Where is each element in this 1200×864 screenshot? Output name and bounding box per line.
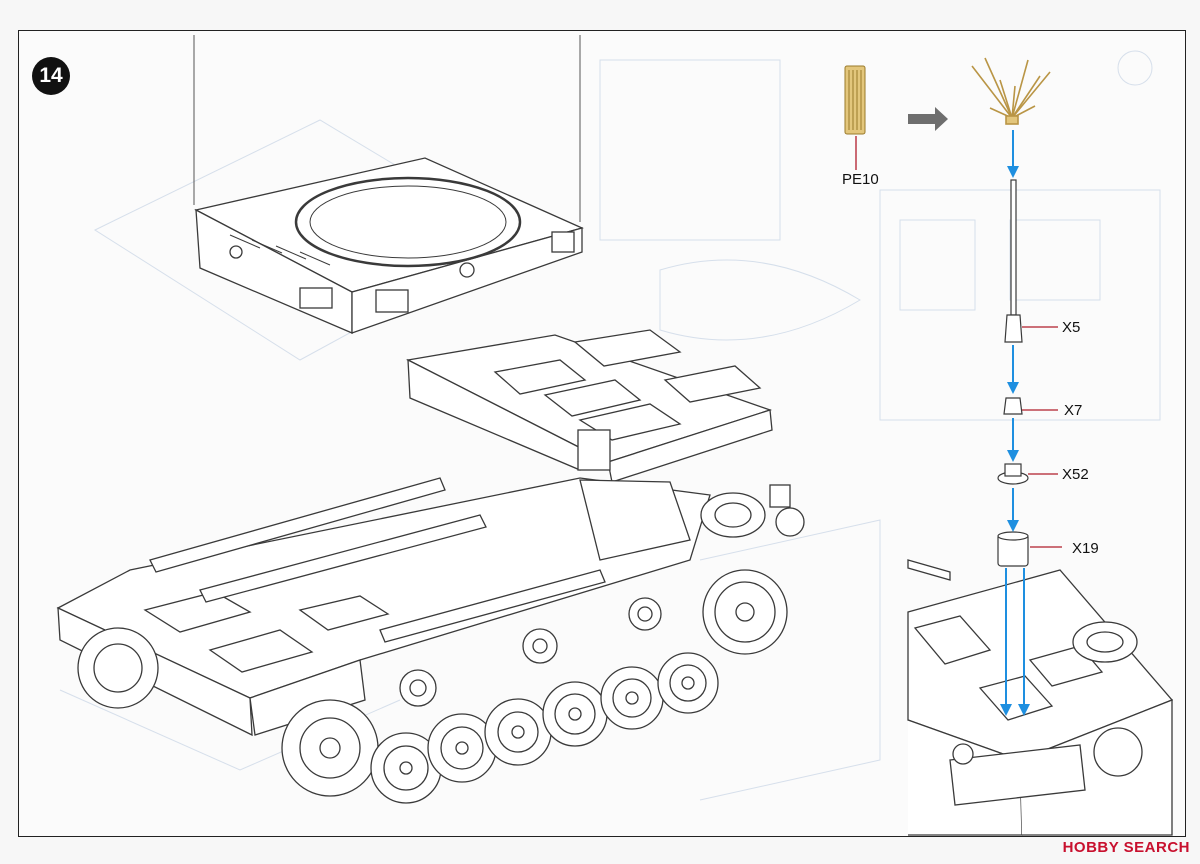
tank-hull xyxy=(56,477,805,737)
assembly-arrows xyxy=(1000,130,1030,716)
label-x52: X52 xyxy=(1062,466,1089,483)
watermark-text: HOBBY SEARCH xyxy=(1062,839,1190,856)
step-number-badge: 14 xyxy=(32,57,70,95)
pe10-fret xyxy=(844,65,866,135)
label-x5: X5 xyxy=(1062,319,1081,336)
leader-lines xyxy=(855,136,1062,548)
running-gear xyxy=(77,569,788,804)
detail-inset xyxy=(907,552,1174,836)
engine-deck xyxy=(405,329,773,483)
part-x5 xyxy=(1004,314,1023,343)
part-x7 xyxy=(1003,397,1023,415)
turret-superstructure xyxy=(193,35,584,334)
label-pe10: PE10 xyxy=(842,171,879,188)
antenna-assembly xyxy=(997,179,1029,567)
gray-transition-arrow xyxy=(908,107,948,131)
road-wheels xyxy=(370,652,719,804)
pe10-antenna-star xyxy=(971,57,1051,125)
label-x7: X7 xyxy=(1064,402,1083,419)
label-x19: X19 xyxy=(1072,540,1099,557)
